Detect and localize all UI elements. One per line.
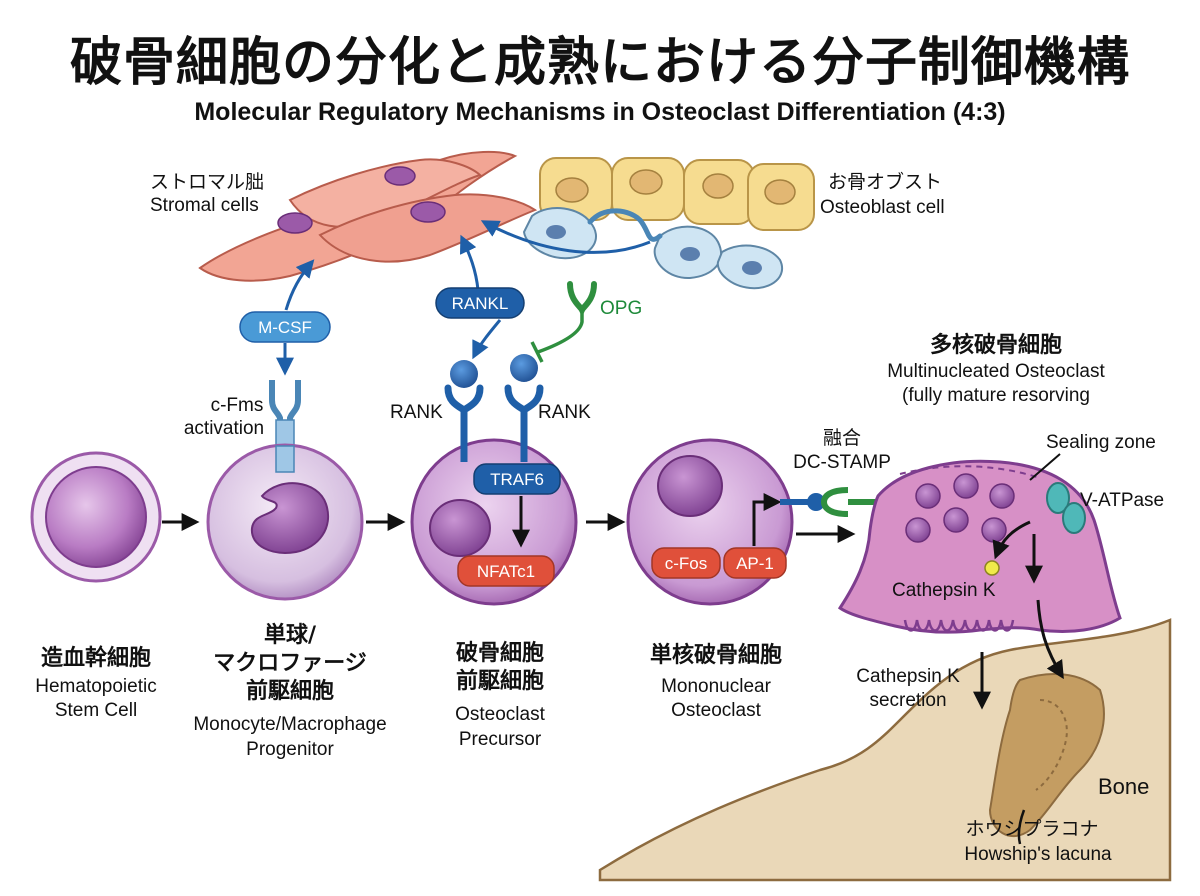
osteoblast-to-stromal-arrow: [480, 220, 651, 254]
rankl-down-arrow: [472, 319, 502, 360]
lacuna-label-en: Howship's lacuna: [964, 844, 1112, 865]
stage-2-label-jp-3: 前駆細胞: [246, 678, 334, 704]
resorption-arrow: [1036, 599, 1064, 680]
lacuna-label-jp: ホウシプラコナ: [965, 818, 1098, 840]
stage-2-label-jp-1: 単球/: [264, 622, 317, 648]
secretion-label-1: Cathepsin K: [856, 666, 960, 687]
rankl-pill: [435, 287, 525, 319]
opg-label: OPG: [600, 298, 642, 319]
cfms-label-2: activation: [184, 418, 264, 439]
nfatc1-label: NFATc1: [477, 562, 535, 581]
ap1-pill: [723, 547, 787, 579]
stage-1-label-en-2: Stem Cell: [55, 700, 137, 721]
multinucleated-label-en-2: (fully mature resorving: [902, 385, 1090, 406]
vatpase-proton-arrow: [992, 520, 1031, 560]
stage-3-label-jp-2: 前駆細胞: [456, 668, 544, 694]
stage-1-label-en-1: Hematopoietic: [35, 676, 156, 697]
opg-decoy: [530, 281, 597, 363]
traf6-label: TRAF6: [490, 470, 544, 489]
bone-label: Bone: [1098, 774, 1149, 799]
stage-1-label-jp: 造血幹細胞: [41, 645, 151, 671]
vatpase-pump-icon: [1046, 482, 1086, 534]
stage-2-label-en-2: Progenitor: [246, 739, 334, 760]
cathepsin-k-label: Cathepsin K: [892, 580, 996, 601]
page-subtitle: Molecular Regulatory Mechanisms in Osteo…: [194, 98, 1006, 126]
stage-4-label-en-1: Mononuclear: [661, 676, 772, 697]
nfatc1-pill: [457, 555, 555, 587]
traf6-pill: [473, 463, 561, 495]
multinucleated-label-jp: 多核破骨細胞: [930, 332, 1062, 358]
monocyte-cell: [206, 443, 364, 601]
cfos-label: c-Fos: [665, 554, 708, 573]
transcription-arrow: [752, 493, 782, 546]
rankl-up-arrow: [459, 234, 480, 291]
vatpase-label: V-ATPase: [1080, 490, 1164, 511]
sealing-zone-label: Sealing zone: [1046, 432, 1156, 453]
stromal-label-en: Stromal cells: [150, 195, 259, 216]
mcsf-label: M-CSF: [258, 318, 312, 337]
rankl-label: RANKL: [452, 294, 509, 313]
hsc-cell: [30, 451, 162, 583]
stage-2-label-jp-2: マクロファージ: [213, 651, 367, 676]
stromal-label-jp: ストロマル胐: [150, 171, 264, 193]
mcsf-pill: [239, 311, 331, 343]
rank-label-left: RANK: [390, 402, 443, 423]
osteoblast-cells: [522, 157, 815, 290]
fusion-label: 融合: [823, 427, 861, 449]
stage-2-label-en-1: Monocyte/Macrophage: [193, 714, 386, 735]
rank-label-right: RANK: [538, 402, 591, 423]
sealing-zone-pointer: [1029, 453, 1061, 481]
cathepsin-k-granule-icon: [984, 560, 1000, 576]
ap1-label: AP-1: [736, 554, 774, 573]
lacuna-pointer: [1017, 809, 1026, 845]
multinucleated-label-en-1: Multinucleated Osteoclast: [887, 361, 1105, 382]
mcsf-up-arrow: [284, 259, 315, 311]
stage-3-label-en-2: Precursor: [459, 729, 542, 750]
osteoblast-label-jp: お骨オブスト: [828, 170, 942, 193]
page-title: 破骨細胞の分化と成熟における分子制御機構: [69, 33, 1130, 93]
multinucleated-osteoclast: [837, 459, 1122, 634]
stromal-cells: [198, 150, 538, 282]
stage-4-label-en-2: Osteoclast: [671, 700, 761, 721]
cfos-pill: [651, 547, 721, 579]
cfms-label-1: c-Fms: [211, 395, 264, 416]
stage-3-label-jp-1: 破骨細胞: [456, 640, 544, 666]
stage-4-label-jp: 単核破骨細胞: [650, 642, 782, 668]
mononuclear-cell: [626, 438, 794, 606]
stage-3-label-en-1: Osteoclast: [455, 704, 545, 725]
osteoblast-label-en: Osteoblast cell: [820, 197, 945, 218]
bone-surface: [598, 618, 1172, 882]
secretion-label-2: secretion: [869, 690, 946, 711]
dcstamp-label: DC-STAMP: [793, 452, 891, 473]
